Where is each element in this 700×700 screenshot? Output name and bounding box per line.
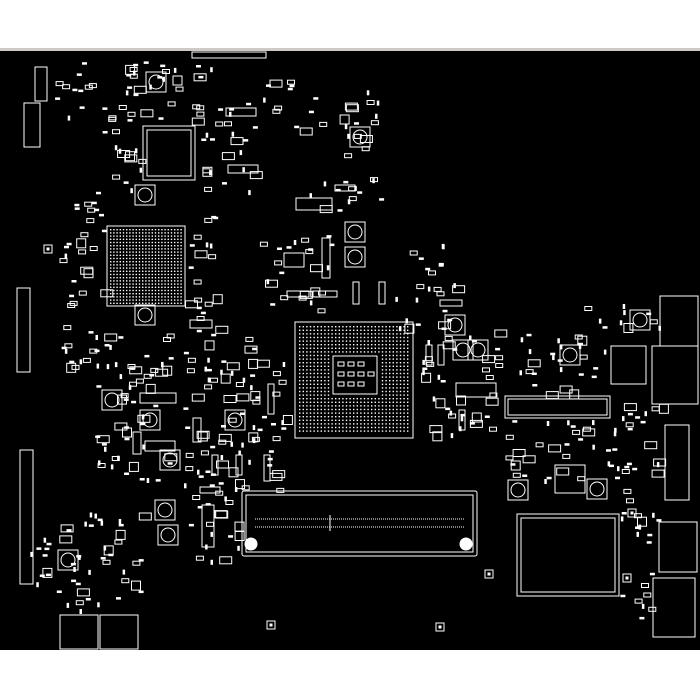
ec-chip[interactable] (142, 125, 196, 181)
viewer-status-area (0, 650, 700, 700)
southbridge-chip[interactable] (106, 225, 186, 307)
passive-components (30, 61, 669, 632)
pcb-drawing (16, 51, 699, 650)
lan-jacks[interactable] (59, 614, 139, 650)
pcb-layout-canvas[interactable] (0, 51, 700, 650)
cpu-center-caps (337, 361, 375, 387)
top-connector[interactable] (191, 51, 267, 59)
cpu-socket[interactable] (294, 321, 414, 439)
usb-ports[interactable] (651, 295, 699, 638)
card-reader-chip[interactable] (516, 513, 620, 597)
toolbar-edge (0, 48, 700, 51)
right-flat-connector[interactable] (504, 395, 611, 419)
memory-slot[interactable] (241, 490, 478, 557)
southbridge-ball-grid (110, 229, 182, 304)
edge-connectors[interactable] (16, 66, 48, 585)
cpu-ball-grid (299, 326, 409, 432)
viewer-toolbar-area (0, 0, 700, 50)
